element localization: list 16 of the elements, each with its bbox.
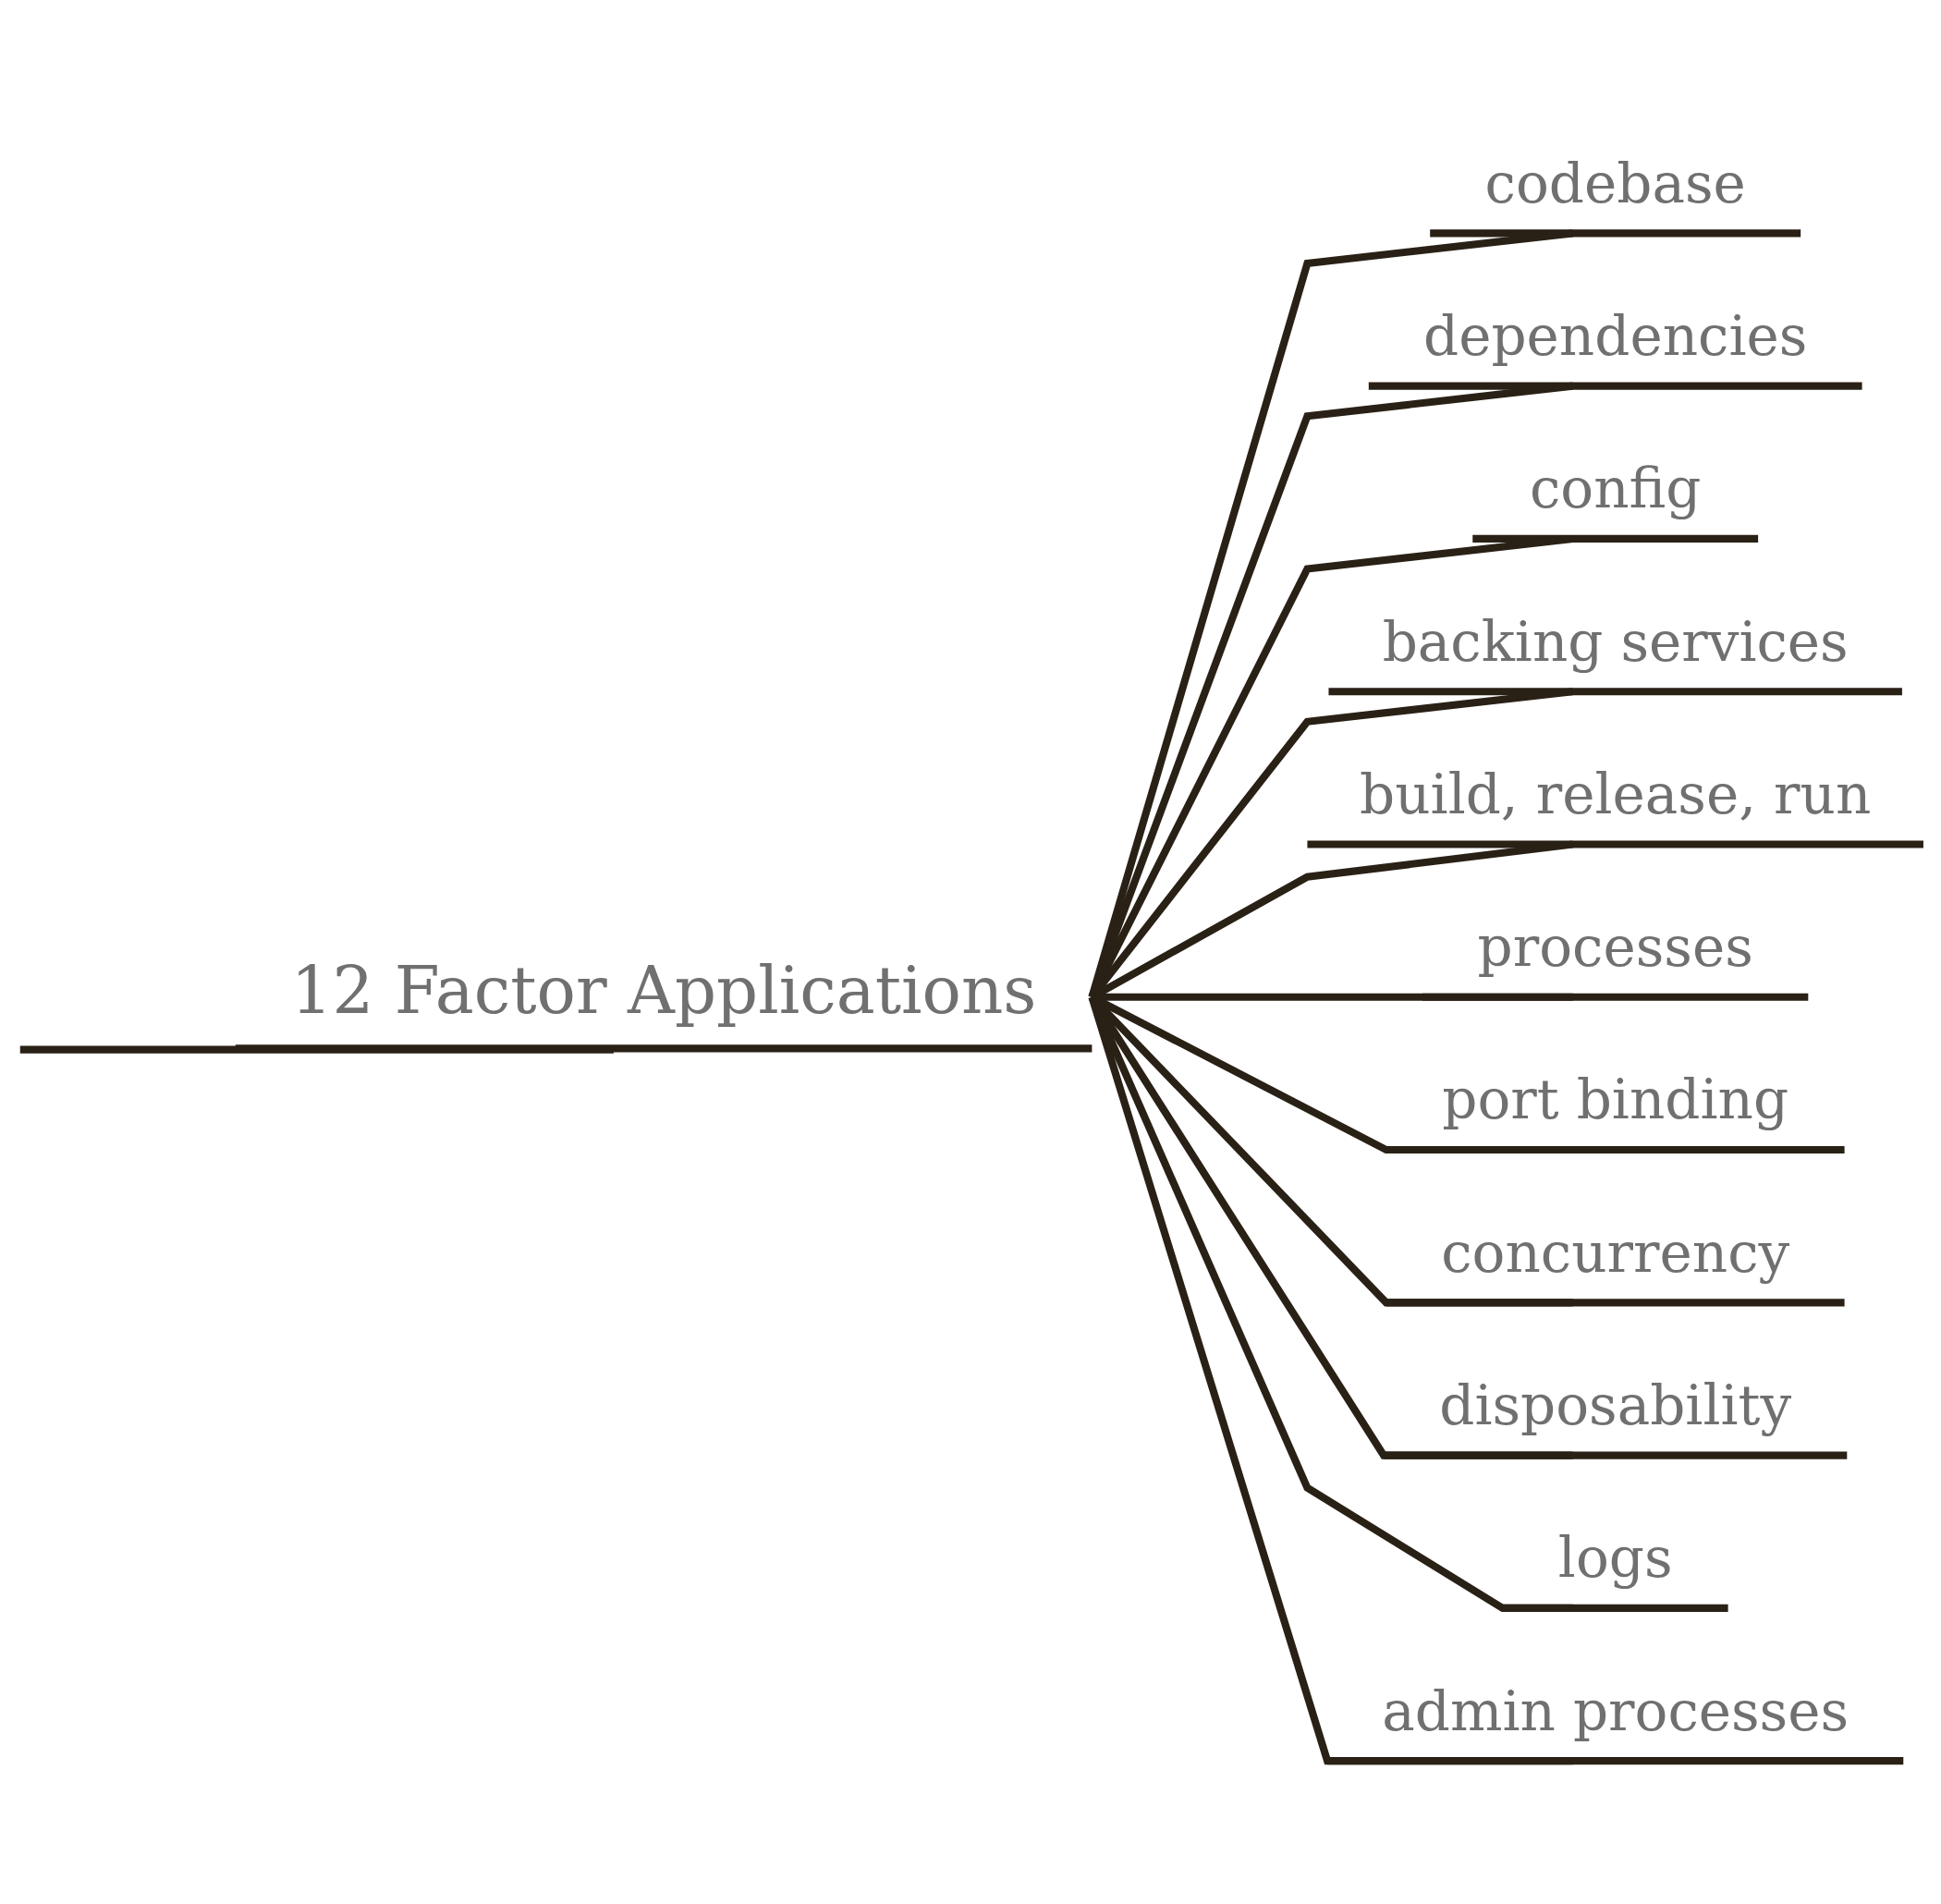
connector (1088, 382, 1574, 999)
node-text: concurrency (1441, 1220, 1790, 1285)
connector (1088, 995, 1573, 1765)
node-text: disposability (1439, 1373, 1792, 1438)
node-text: port binding (1442, 1068, 1789, 1132)
node-text: codebase (1484, 151, 1746, 215)
node-text: logs (1557, 1526, 1673, 1591)
node-text: build, release, run (1360, 762, 1872, 826)
connector (19, 1045, 614, 1054)
node-text: config (1529, 457, 1702, 521)
connector (1088, 229, 1574, 998)
node-text: dependencies (1423, 304, 1808, 369)
node-text: admin processes (1382, 1678, 1849, 1743)
node-text: backing services (1382, 609, 1849, 674)
node-text: processes (1477, 915, 1753, 980)
node-text: 12 Factor Applications (290, 952, 1037, 1029)
